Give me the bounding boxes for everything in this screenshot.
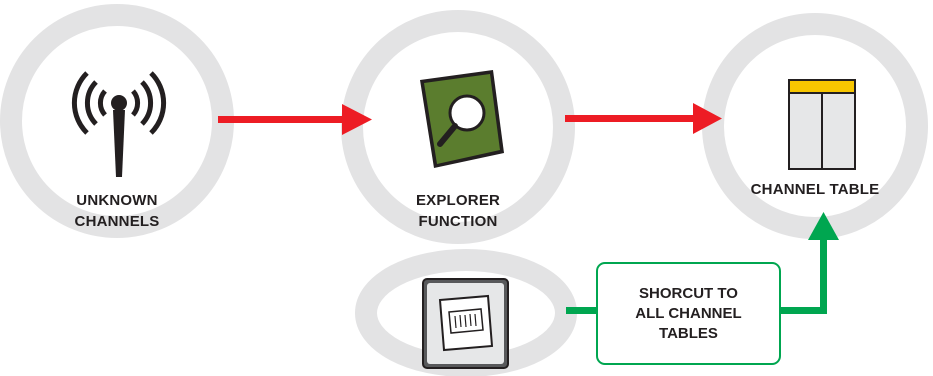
shortcut-box-line2: ALL CHANNEL <box>635 305 742 322</box>
antenna-icon <box>71 71 167 177</box>
label-channel-table: CHANNEL TABLE <box>725 179 905 200</box>
shortcut-box-label: SHORCUT TO ALL CHANNEL TABLES <box>598 284 779 344</box>
shortcut-box-line3: TABLES <box>659 325 718 342</box>
arrow-unknown-to-explorer <box>218 104 372 135</box>
arrow-shortcut-to-table <box>566 212 839 314</box>
magnifier-icon <box>420 70 504 168</box>
shortcut-box-line1: SHORCUT TO <box>639 285 738 302</box>
arrow-explorer-to-table <box>565 103 722 134</box>
connector-port-icon <box>422 278 509 369</box>
label-explorer-function-line1: EXPLORER <box>415 192 501 209</box>
table-icon <box>788 79 856 170</box>
label-explorer-function: EXPLORER FUNCTION <box>383 190 533 232</box>
label-explorer-function-line2: FUNCTION <box>418 213 498 230</box>
shortcut-box <box>596 262 781 365</box>
label-unknown-channels-line2: CHANNELS <box>74 213 160 230</box>
label-channel-table-text: CHANNEL TABLE <box>750 181 880 198</box>
label-unknown-channels-line1: UNKNOWN <box>76 192 158 209</box>
label-unknown-channels: UNKNOWN CHANNELS <box>42 190 192 232</box>
